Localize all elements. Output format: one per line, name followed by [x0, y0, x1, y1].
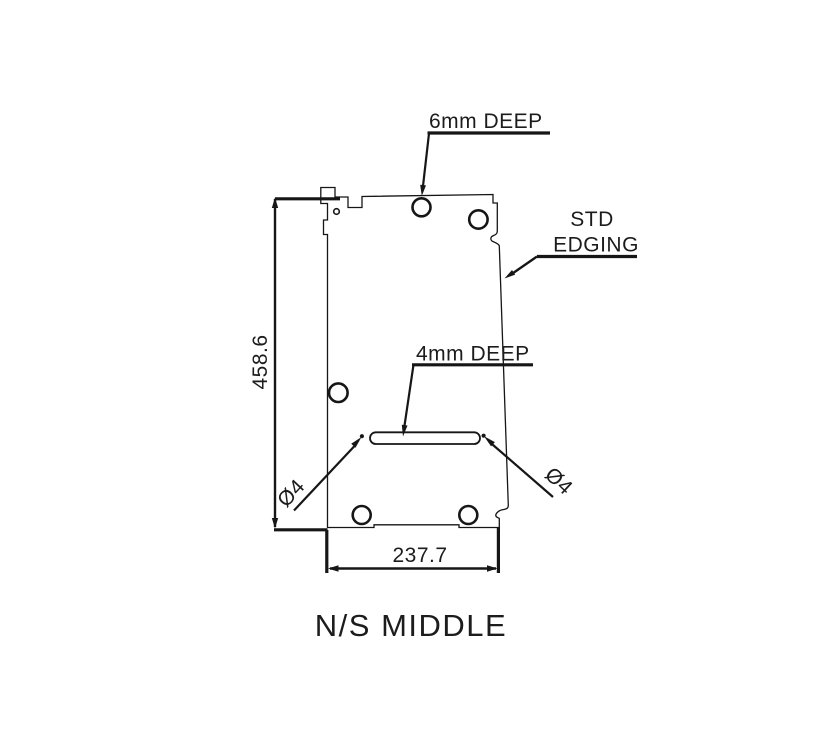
hole-top-6mm-deep — [411, 197, 432, 218]
label-edging-arrow — [504, 270, 516, 279]
height-dim-arrow-bottom — [271, 518, 279, 529]
label-6mm-deep-arrow — [420, 184, 426, 196]
label-6mm-deep: 6mm DEEP — [429, 110, 543, 133]
label-dia4-right: Ø4 — [540, 463, 577, 500]
label-std: STD — [570, 208, 614, 231]
label-6mm-deep-leader — [421, 133, 431, 187]
label-dia4-left-dot — [359, 434, 364, 439]
height-dim-value: 458.6 — [249, 334, 272, 389]
drawing-title: N/S MIDDLE — [315, 608, 507, 643]
label-edging: EDGING — [553, 234, 639, 257]
label-dia4-left-leader — [293, 444, 356, 512]
label-dia4-left-arrow — [351, 437, 362, 448]
label-dia4-left: Ø4 — [273, 475, 310, 512]
width-dim-arrow-right — [487, 565, 498, 572]
label-dia4-right-arrow — [484, 436, 495, 447]
width-dim-value: 237.7 — [392, 544, 447, 567]
label-dia4-right-dot — [481, 433, 486, 438]
label-4mm-deep-arrow — [401, 424, 408, 437]
height-dim-arrow-top — [271, 197, 279, 208]
label-dia4-right-leader — [488, 440, 554, 498]
panel-outline — [320, 186, 509, 529]
pilot-hole-top-left — [332, 207, 341, 216]
label-4mm-deep-leader — [403, 364, 415, 428]
hole-bottom-right — [457, 504, 479, 526]
label-4mm-deep: 4mm DEEP — [416, 343, 530, 366]
slot-4mm-deep — [369, 431, 481, 445]
hole-bottom-left — [351, 504, 373, 526]
label-edging-leader — [510, 255, 538, 276]
width-dim-arrow-left — [328, 565, 339, 572]
hole-mid-left — [327, 382, 349, 404]
hole-top-right — [467, 209, 489, 231]
